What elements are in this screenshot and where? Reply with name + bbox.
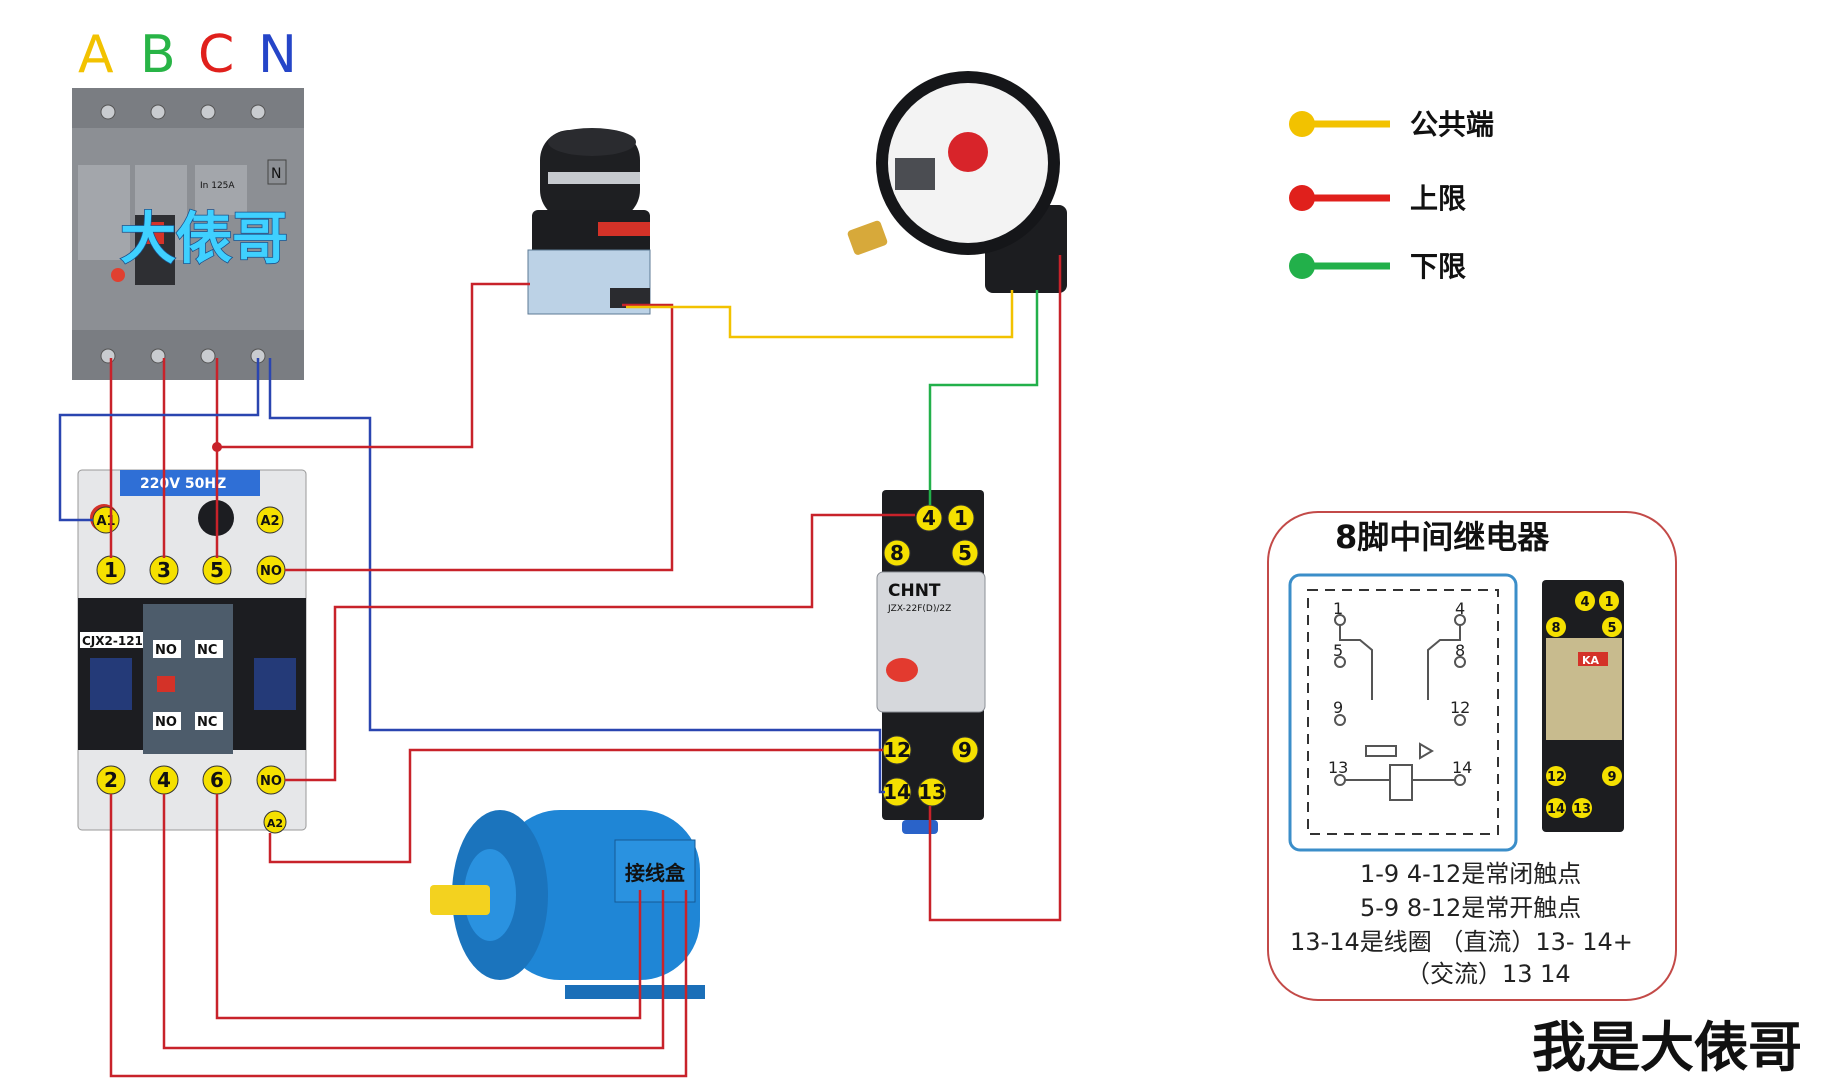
terminal-6: 6: [210, 768, 224, 792]
relay-terminal-8: 8: [890, 541, 904, 565]
relay-terminal-4: 4: [922, 506, 936, 530]
contactor-terminals: A1 A2 1 3 5 NO 2 4 6 NO A2: [92, 506, 287, 834]
selector-switch: [527, 128, 651, 315]
relay-terminal-9: 9: [958, 738, 972, 762]
info-line-3: 13-14是线圈 （直流）13- 14+: [1290, 928, 1633, 956]
terminal-3: 3: [157, 558, 171, 582]
legend-common: 公共端: [1410, 108, 1494, 141]
info-mini-12: 12: [1547, 770, 1565, 785]
phase-label-n: N: [258, 25, 297, 85]
wire-green: [928, 290, 1039, 505]
info-line-2: 5-9 8-12是常开触点: [1360, 894, 1581, 922]
info-title: 8脚中间继电器: [1335, 518, 1550, 556]
wire-red: [162, 794, 665, 1050]
legend-lower: 下限: [1410, 250, 1466, 283]
contactor-aux-nc-2: NC: [197, 715, 217, 730]
contactor-model: CJX2-1210: [82, 634, 151, 648]
info-num-13: 13: [1328, 758, 1348, 777]
terminal-no-bottom: NO: [260, 774, 282, 789]
relay-terminal-13: 13: [918, 780, 946, 804]
info-num-8: 8: [1455, 641, 1465, 660]
footer-signature: 我是大俵哥: [1532, 1016, 1802, 1079]
wire-red: [217, 282, 530, 449]
terminal-a1: A1: [96, 514, 115, 529]
wire-yellow: [626, 290, 1014, 339]
terminal-5: 5: [210, 558, 224, 582]
info-mini-5: 5: [1607, 621, 1616, 636]
info-mini-13: 13: [1573, 802, 1591, 817]
wire-red: [215, 794, 642, 1020]
info-line-4: （交流）13 14: [1406, 960, 1571, 988]
info-mini-8: 8: [1551, 621, 1560, 636]
wires: [58, 255, 1062, 1078]
intermediate-relay: CHNT JZX-22F(D)/2Z: [876, 490, 986, 834]
motor: 接线盒: [430, 810, 705, 999]
terminal-no-top: NO: [260, 564, 282, 579]
contactor-aux-no-1: NO: [155, 643, 177, 658]
wire-red: [109, 794, 688, 1078]
motor-box-label: 接线盒: [625, 861, 686, 885]
wire-red: [285, 303, 674, 572]
relay-terminal-12: 12: [883, 738, 911, 762]
phase-labels: A B C N: [78, 25, 297, 85]
relay-model: JZX-22F(D)/2Z: [887, 604, 951, 614]
phase-label-a: A: [78, 25, 114, 85]
info-num-9: 9: [1333, 698, 1343, 717]
wire-red: [285, 513, 915, 782]
relay-terminals: 4 1 8 5 12 9 14 13: [882, 504, 979, 807]
info-num-14: 14: [1452, 758, 1472, 777]
contactor: 220V 50HZ CJX2-1210 NO NC NO NC: [77, 469, 307, 831]
relay-brand: CHNT: [888, 581, 941, 601]
wire-red: [928, 255, 1062, 922]
terminal-4: 4: [157, 768, 171, 792]
pressure-gauge: [847, 71, 1067, 293]
breaker-n-label: N: [271, 166, 281, 182]
info-line-1: 1-9 4-12是常闭触点: [1360, 860, 1581, 888]
info-num-5: 5: [1333, 641, 1343, 660]
contactor-aux-no-2: NO: [155, 715, 177, 730]
wire-red: [268, 748, 883, 864]
wire-blue: [268, 358, 885, 794]
info-mini-1: 1: [1604, 595, 1613, 610]
info-panel: 8脚中间继电器 1 4 5 8 9 12 13 14 KA 4 1: [1267, 511, 1677, 1001]
terminal-a2-bottom: A2: [267, 817, 283, 830]
relay-terminal-1: 1: [954, 506, 968, 530]
terminal-2: 2: [104, 768, 118, 792]
circuit-breaker: In 125A N 大俵哥: [72, 88, 304, 380]
info-num-1: 1: [1333, 599, 1343, 618]
info-mini-label: KA: [1582, 654, 1600, 667]
terminal-1: 1: [104, 558, 118, 582]
info-num-12: 12: [1450, 698, 1470, 717]
info-mini-14: 14: [1547, 802, 1565, 817]
breaker-rating: In 125A: [200, 181, 235, 191]
contactor-voltage: 220V 50HZ: [140, 476, 226, 492]
terminal-a2-top: A2: [260, 514, 279, 529]
relay-terminal-14: 14: [883, 780, 911, 804]
relay-terminal-5: 5: [958, 541, 972, 565]
wire-blue: [58, 358, 260, 522]
contactor-aux-nc-1: NC: [197, 643, 217, 658]
info-mini-9: 9: [1607, 770, 1616, 785]
legend: 公共端 上限 下限: [1289, 108, 1494, 283]
breaker-watermark: 大俵哥: [120, 207, 288, 272]
info-num-4: 4: [1455, 599, 1465, 618]
phase-label-c: C: [198, 25, 234, 85]
legend-upper: 上限: [1410, 182, 1466, 215]
phase-label-b: B: [140, 25, 176, 85]
info-mini-4: 4: [1580, 595, 1589, 610]
